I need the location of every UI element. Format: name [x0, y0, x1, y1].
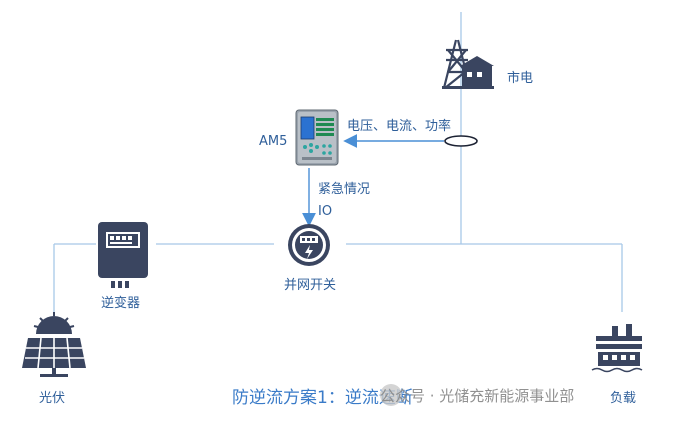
emergency-label: 紧急情况: [318, 182, 371, 197]
watermark-logo-icon: [380, 384, 402, 406]
factory-icon: [591, 324, 643, 373]
protection-relay-icon: [295, 109, 339, 166]
solar-panel-icon: [22, 312, 86, 377]
grid-switch-label: 并网开关: [284, 278, 337, 293]
pv-label: 光伏: [39, 391, 66, 406]
io-label: IO: [318, 204, 333, 219]
current-transformer-icon: [444, 135, 478, 147]
watermark-text: 公众号 · 光储充新能源事业部: [380, 387, 575, 405]
diagram-title: 防逆流方案1：逆流速断: [232, 388, 413, 408]
controller-label: AM5: [259, 134, 288, 149]
measurement-label: 电压、电流、功率: [347, 119, 452, 134]
grid-label: 市电: [507, 71, 534, 86]
wiring: [53, 12, 623, 312]
transmission-tower-icon: [442, 39, 494, 89]
meter-switch-icon: [288, 224, 330, 266]
load-label: 负载: [610, 391, 637, 406]
inverter-label: 逆变器: [101, 296, 141, 311]
inverter-icon: [98, 222, 148, 288]
